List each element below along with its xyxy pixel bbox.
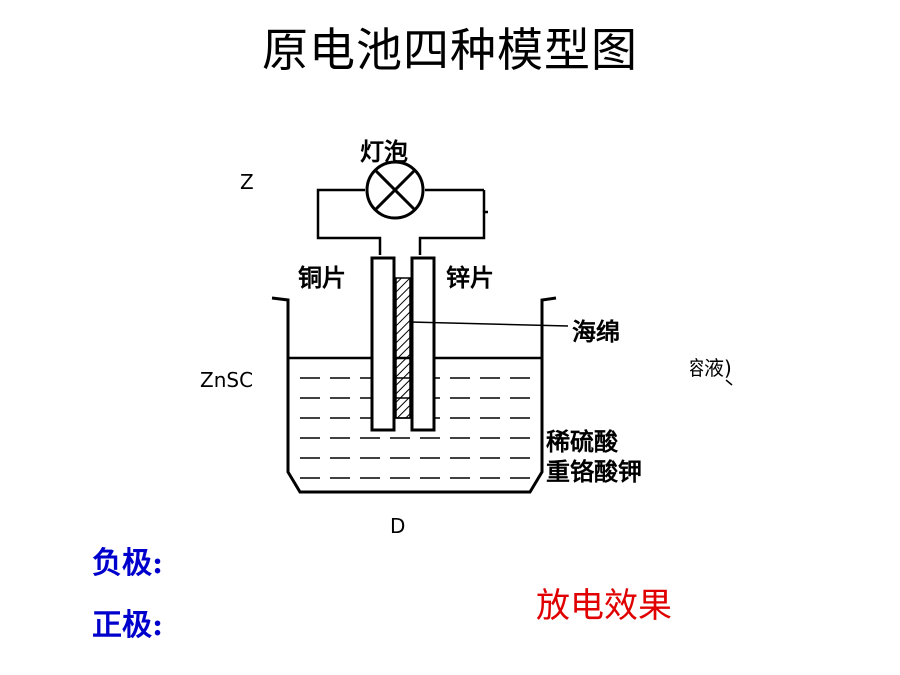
zinc-plate [410,256,436,432]
discharge-effect-label: 放电效果 [536,586,672,626]
circuit-wire-right [418,210,488,255]
figure-letter: D [390,514,406,538]
negative-electrode-label: 负极: [92,546,164,581]
positive-electrode-label: 正极: [92,608,164,643]
sponge [395,277,411,419]
beaker [271,296,557,494]
copper-plate-label: 铜片 [298,264,346,292]
electrolyte-dashes [300,377,530,479]
zinc-plate-label: 锌片 [446,264,494,292]
sponge-leader-line [409,321,569,327]
lamp-icon [365,160,425,220]
sponge-label: 海绵 [572,318,620,346]
fragment-znso: ZnSC [200,368,254,392]
lamp-label: 灯泡 [360,138,408,166]
copper-plate [370,256,396,432]
fragment-tick [725,379,733,386]
page-title: 原电池四种模型图 [262,23,638,77]
electrolyte-label-line2: 重铬酸钾 [546,458,642,486]
fragment-solution: 溶液) [684,356,732,380]
circuit-wire-left [316,188,382,255]
fragment-z: Z [240,170,254,194]
electrolyte-label-line1: 稀硫酸 [546,428,618,456]
